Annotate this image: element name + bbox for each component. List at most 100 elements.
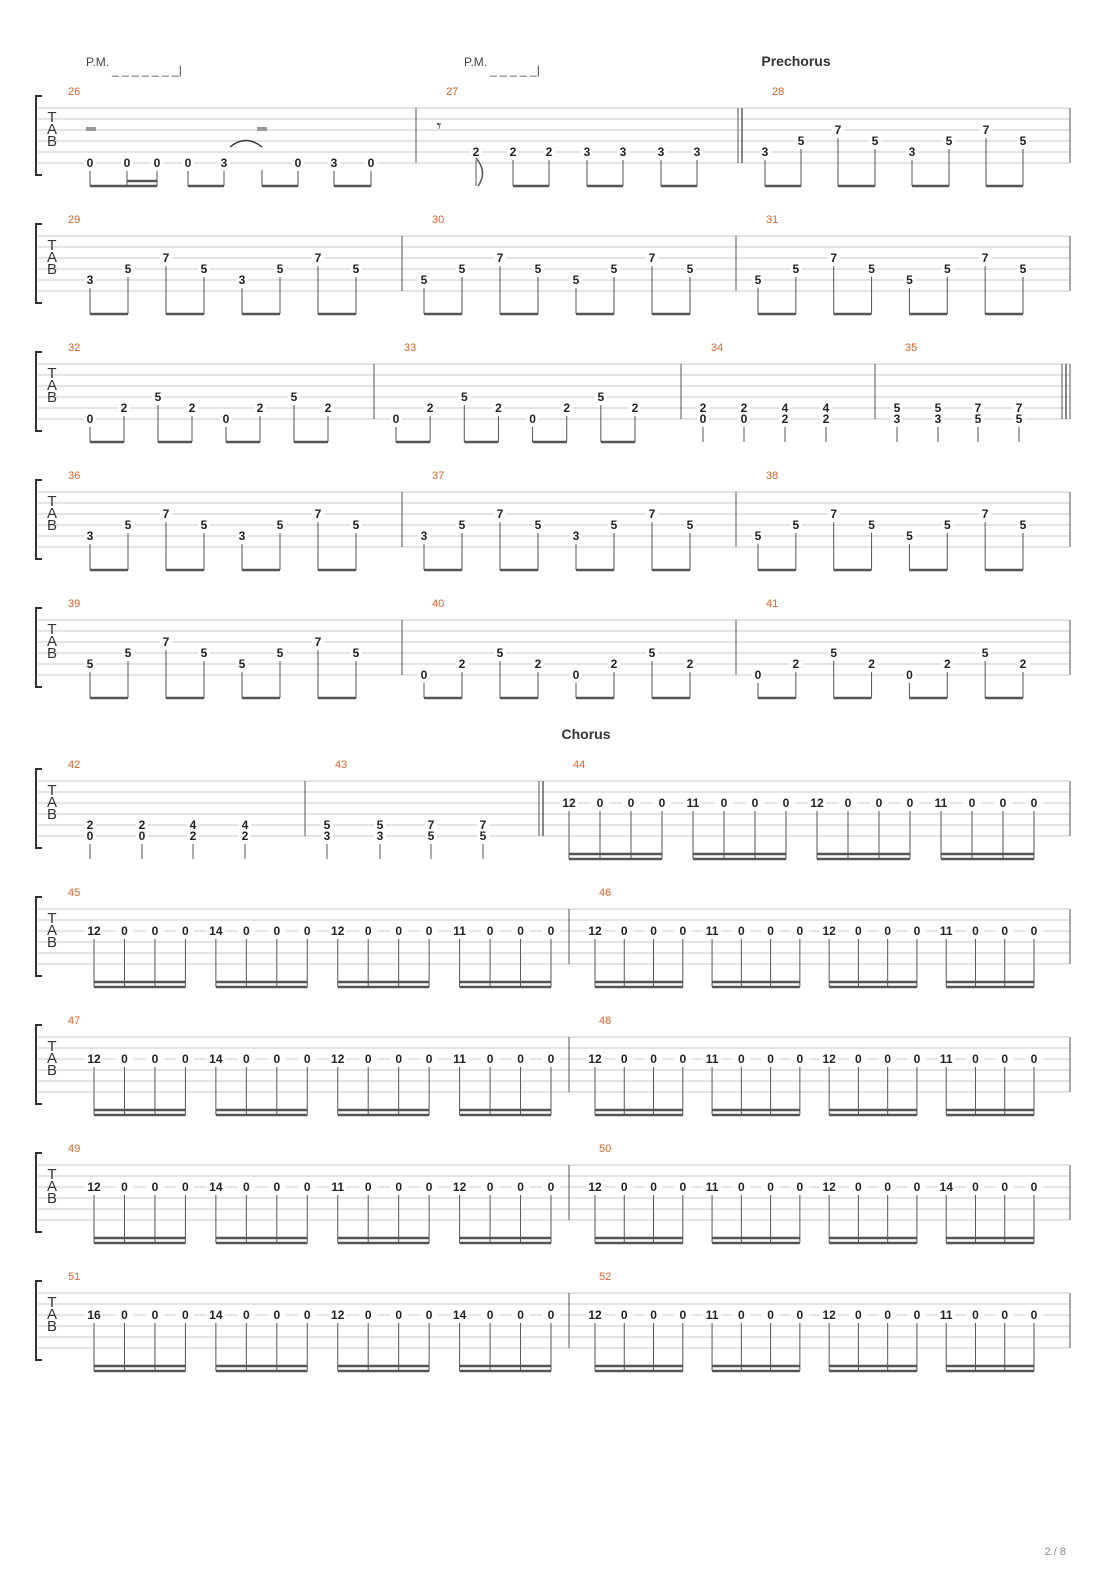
fret-mask	[198, 264, 210, 275]
fret-mask	[615, 926, 634, 937]
fret-mask	[789, 520, 802, 531]
fret-number: 0	[914, 1180, 921, 1194]
fret-mask	[298, 1310, 317, 1321]
fret-mask	[673, 926, 692, 937]
fret-mask	[187, 820, 199, 831]
fret-mask	[790, 926, 809, 937]
fret-number: 4	[190, 818, 197, 832]
fret-mask	[653, 798, 671, 809]
fret-number: 5	[598, 390, 605, 404]
fret-number: 2	[611, 657, 618, 671]
fret-number: 5	[793, 262, 800, 276]
eighth-rest-symbol: 𝄾	[437, 116, 442, 136]
fret-mask	[298, 926, 317, 937]
fret-number: 2	[121, 401, 128, 415]
fret-number: 0	[972, 1052, 979, 1066]
fret-number: 5	[277, 262, 284, 276]
fret-number: 2	[473, 145, 480, 159]
fret-number: 3	[584, 145, 591, 159]
fret-number: 5	[687, 518, 694, 532]
fret-number: 5	[755, 273, 762, 287]
fret-number: 0	[243, 1052, 250, 1066]
fret-mask	[715, 798, 733, 809]
fret-mask	[995, 1182, 1014, 1193]
fret-number: 2	[782, 412, 789, 426]
fret-number: 3	[87, 273, 94, 287]
fret-mask	[456, 659, 468, 670]
fret-mask	[374, 831, 386, 842]
tab-clef-letter: A	[47, 377, 57, 394]
fret-number: 0	[487, 1052, 494, 1066]
fret-number: 5	[1020, 262, 1027, 276]
fret-mask	[1025, 798, 1043, 809]
fret-mask	[570, 670, 582, 681]
tab-clef-letter: T	[47, 782, 56, 799]
fret-mask	[655, 147, 667, 158]
fret-number: 5	[872, 134, 879, 148]
fret-number: 2	[257, 401, 264, 415]
fret-mask	[450, 1182, 469, 1193]
fret-number: 7	[830, 251, 837, 265]
fret-mask	[511, 1054, 530, 1065]
fret-mask	[878, 1054, 897, 1065]
fret-number: 5	[155, 390, 162, 404]
fret-number: 5	[868, 262, 875, 276]
fret-number: 5	[687, 262, 694, 276]
fret-mask	[869, 136, 881, 147]
fret-number: 2	[189, 401, 196, 415]
fret-mask	[703, 1054, 722, 1065]
fret-number: 5	[975, 412, 982, 426]
fret-mask	[206, 1054, 225, 1065]
fret-mask	[267, 1310, 286, 1321]
fret-mask	[941, 264, 954, 275]
fret-number: 12	[87, 924, 101, 938]
fret-number: 11	[940, 1308, 953, 1322]
fret-number: 0	[121, 1308, 128, 1322]
fret-number: 14	[453, 1308, 467, 1322]
fret-number: 7	[982, 507, 989, 521]
fret-mask	[644, 1054, 663, 1065]
fret-mask	[684, 798, 702, 809]
fret-number: 5	[868, 518, 875, 532]
system-bracket	[35, 1152, 42, 1233]
tab-clef-letter: A	[47, 121, 57, 138]
fret-number: 7	[480, 818, 487, 832]
fret-number: 7	[649, 507, 656, 521]
measure-number: 30	[432, 214, 444, 226]
fret-number: 2	[139, 818, 146, 832]
tab-clef-letter: B	[47, 645, 57, 662]
fret-mask	[966, 926, 985, 937]
fret-number: 12	[87, 1180, 101, 1194]
tab-clef-letter: T	[47, 621, 56, 638]
fret-number: 5	[125, 646, 132, 660]
fret-number: 7	[1016, 401, 1023, 415]
rest-symbol	[257, 127, 267, 131]
fret-mask	[84, 414, 96, 425]
fret-mask	[198, 648, 210, 659]
fret-number: 0	[1001, 1308, 1008, 1322]
system-bracket	[35, 351, 42, 432]
tab-clef-letter: B	[47, 389, 57, 406]
fret-mask	[176, 1182, 195, 1193]
fret-mask	[937, 1054, 956, 1065]
fret-number: 0	[855, 1308, 862, 1322]
fret-mask	[477, 831, 489, 842]
fret-mask	[328, 1054, 347, 1065]
fret-number: 0	[1031, 1180, 1038, 1194]
tab-clef-letter: A	[47, 505, 57, 522]
fret-number: 5	[1020, 518, 1027, 532]
fret-mask	[849, 1054, 868, 1065]
fret-number: 0	[738, 1052, 745, 1066]
tab-clef-letter: T	[47, 1294, 56, 1311]
fret-mask	[901, 798, 919, 809]
fret-mask	[187, 831, 199, 842]
fret-mask	[312, 253, 324, 264]
fret-number: 3	[239, 273, 246, 287]
fret-mask	[608, 520, 620, 531]
fret-mask	[941, 520, 954, 531]
fret-mask	[560, 403, 573, 414]
